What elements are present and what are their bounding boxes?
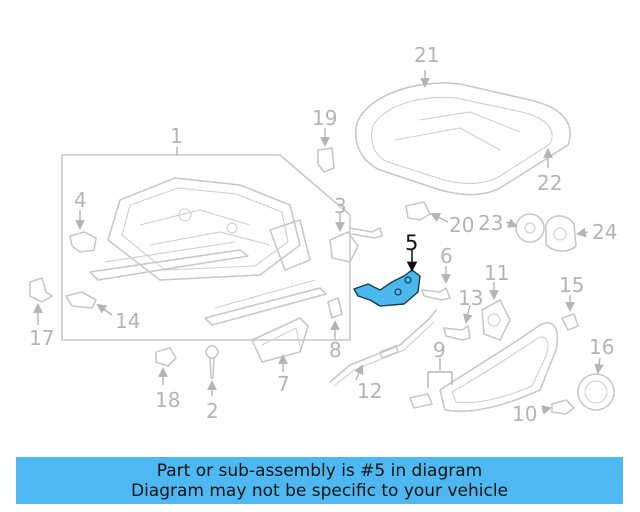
part-10-screw xyxy=(541,399,575,415)
callout-22: 22 xyxy=(537,171,563,195)
disclaimer-banner: Part or sub-assembly is #5 in diagram Di… xyxy=(16,457,623,504)
part-13-bolt xyxy=(443,304,473,341)
part-8-clip xyxy=(327,297,343,340)
callout-5: 5 xyxy=(405,231,419,255)
seat-frame-group-outline xyxy=(61,147,351,341)
callout-19: 19 xyxy=(312,106,338,130)
callout-2: 2 xyxy=(206,399,219,423)
part-3-bolt xyxy=(329,212,383,263)
part-15-clip xyxy=(561,295,579,331)
part-1-seat-frame xyxy=(89,177,327,326)
part-24-knob xyxy=(545,215,589,252)
part-11-bracket xyxy=(481,282,511,341)
callout-8: 8 xyxy=(329,338,342,362)
callout-6: 6 xyxy=(440,244,453,268)
callout-18: 18 xyxy=(155,388,181,412)
part-19-clip xyxy=(317,128,335,173)
callout-17: 17 xyxy=(29,326,55,350)
callout-13: 13 xyxy=(458,286,484,310)
part-5-bracket-highlighted xyxy=(353,250,421,307)
callout-3: 3 xyxy=(334,194,347,218)
callout-4: 4 xyxy=(74,188,87,212)
callout-16: 16 xyxy=(589,335,615,359)
part-18-clip xyxy=(155,347,177,385)
part-17-bracket xyxy=(29,277,53,325)
callout-7: 7 xyxy=(277,372,290,396)
part-4-clip xyxy=(69,210,97,253)
part-16-cap xyxy=(577,357,615,411)
parts-diagram xyxy=(29,70,615,415)
callout-21: 21 xyxy=(414,43,440,67)
callout-23: 23 xyxy=(478,211,504,235)
part-12-cable xyxy=(329,309,437,387)
callout-20: 20 xyxy=(449,213,475,237)
callout-1: 1 xyxy=(170,124,183,148)
part-20-clip xyxy=(405,201,449,223)
part-2-screw xyxy=(205,345,219,396)
callout-12: 12 xyxy=(357,379,383,403)
callout-11: 11 xyxy=(484,261,510,285)
callout-9: 9 xyxy=(433,338,446,362)
part-21-seat-cushion xyxy=(354,70,571,196)
disclaimer-line-2: Diagram may not be specific to your vehi… xyxy=(130,480,508,501)
callout-15: 15 xyxy=(559,273,585,297)
callout-14: 14 xyxy=(115,309,141,333)
part-9-side-shield xyxy=(409,322,559,412)
callout-10: 10 xyxy=(512,402,538,426)
disclaimer-line-1: Part or sub-assembly is #5 in diagram xyxy=(156,460,483,481)
callout-24: 24 xyxy=(592,220,618,244)
part-23-cover xyxy=(505,213,545,243)
part-7-trim xyxy=(251,317,309,372)
part-6-bolt xyxy=(421,266,451,301)
part-14-cover xyxy=(65,291,113,316)
